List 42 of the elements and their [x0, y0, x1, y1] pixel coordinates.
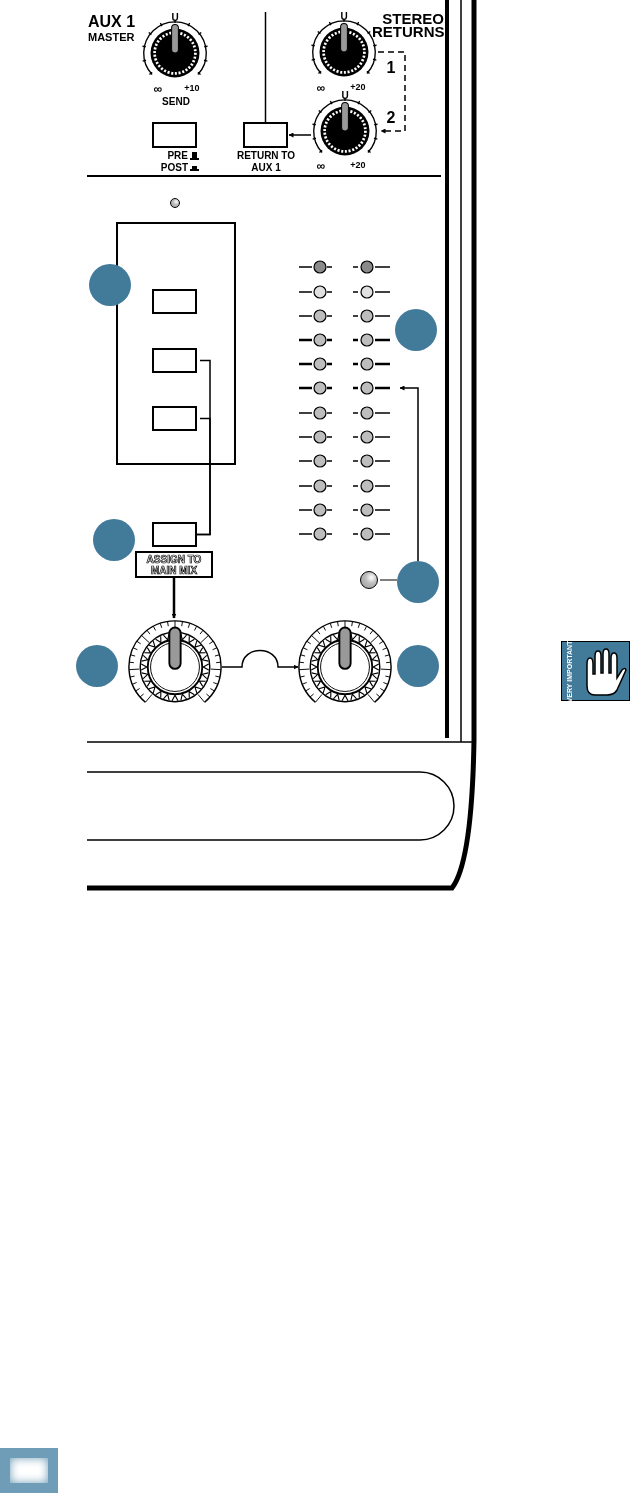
switch-group-frame — [116, 222, 236, 465]
callout-marker — [397, 561, 439, 603]
panel-label: +10 — [183, 82, 201, 95]
connector-line — [264, 11, 267, 123]
arrow — [288, 132, 312, 138]
panel-label: POST — [159, 162, 188, 174]
push-switch — [243, 122, 288, 148]
callout-marker — [395, 309, 437, 351]
panel-label: PRE — [166, 150, 188, 162]
panel-label: ∞ — [315, 80, 327, 97]
led-indicator — [360, 571, 378, 589]
panel-label: +20 — [349, 159, 367, 172]
panel-label: U — [340, 89, 350, 103]
connector-line — [196, 417, 211, 536]
panel-label: 2 — [385, 108, 397, 128]
panel-label: RETURN TO AUX 1 — [235, 150, 297, 174]
callout-marker — [93, 519, 135, 561]
panel-label: AUX 1 — [88, 12, 137, 32]
panel-label: U — [339, 10, 349, 24]
arrow — [377, 51, 406, 134]
arrow — [171, 578, 177, 619]
assign-label: ASSIGN TO MAIN MIX — [135, 551, 213, 578]
callout-marker — [89, 264, 131, 306]
led-indicator — [170, 198, 180, 208]
connector-line — [379, 579, 398, 581]
panel-label: +20 — [349, 81, 367, 94]
callout-marker — [76, 645, 118, 687]
panel-label: 1 — [385, 58, 397, 78]
panel-label: ∞ — [152, 81, 164, 97]
callout-marker — [397, 645, 439, 687]
panel-label: ∞ — [315, 158, 327, 175]
panel-label: STEREO RETURNS — [372, 12, 444, 38]
push-switch — [152, 406, 197, 431]
panel-label: MASTER — [88, 30, 136, 45]
push-switch — [152, 122, 197, 148]
push-switch — [152, 522, 197, 547]
panel-label: SEND — [161, 95, 191, 109]
panel-label: U — [170, 11, 180, 25]
push-switch — [152, 348, 197, 373]
push-switch — [152, 289, 197, 314]
arrow — [221, 649, 299, 670]
arrow — [399, 385, 419, 562]
